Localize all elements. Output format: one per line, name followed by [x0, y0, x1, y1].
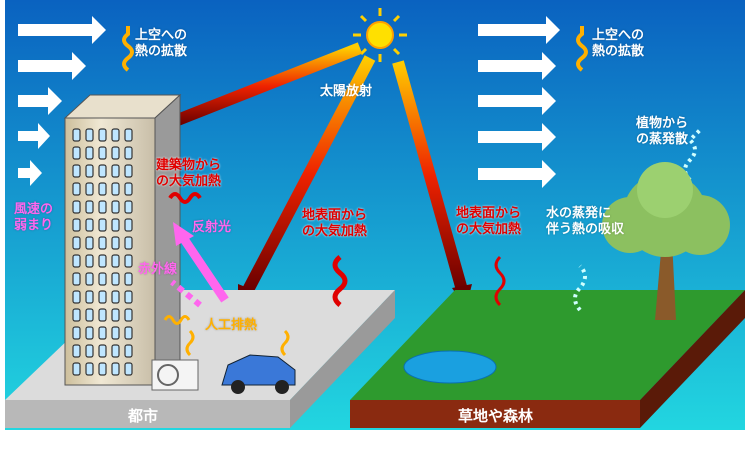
- label-grass-forest: 草地や森林: [458, 407, 534, 425]
- label-anthropogenic-heat: 人工排熱: [205, 318, 258, 333]
- label-upper-diffusion-left: 上空への 熱の拡散: [135, 28, 188, 59]
- label-surface-heating-city: 地表面から の大気加熱: [302, 208, 368, 239]
- reflected-light-arrow: [178, 233, 229, 303]
- forest-surface-heat-squiggle: [494, 255, 506, 307]
- label-building-heating: 建築物から の大気加熱: [156, 158, 222, 189]
- label-solar-radiation: 太陽放射: [320, 84, 373, 99]
- heat-diffusion-squiggle-right: [576, 26, 588, 72]
- tree: [602, 162, 730, 320]
- label-upper-diffusion-right: 上空への 熱の拡散: [592, 28, 645, 59]
- solar-ray-building: [162, 42, 363, 131]
- car-icon: [221, 354, 296, 394]
- label-water-evaporation: 水の蒸発に 伴う熱の吸収: [546, 206, 625, 237]
- label-reflected-light: 反射光: [192, 220, 232, 235]
- label-city: 都市: [128, 407, 159, 425]
- wind-arrows: [18, 16, 560, 188]
- label-wind-weakening: 風速の 弱まり: [14, 202, 54, 233]
- solar-ray-forest: [392, 60, 468, 292]
- label-plant-evapotranspiration: 植物から の蒸発散: [636, 116, 689, 147]
- air-conditioner-icon: [151, 359, 199, 391]
- sun-icon: [353, 8, 407, 62]
- label-infrared: 赤外線: [138, 262, 178, 277]
- building-heat-squiggle: [168, 192, 202, 204]
- water-evaporation-arrow: [573, 264, 587, 312]
- forest-ground-front: [350, 400, 640, 428]
- city-ground-front: [5, 400, 290, 428]
- solar-ray-city: [242, 55, 376, 293]
- city-surface-heat-squiggle: [332, 255, 348, 307]
- pond: [403, 350, 497, 384]
- label-surface-heating-forest: 地表面から の大気加熱: [456, 206, 522, 237]
- heat-diffusion-squiggle-left: [122, 26, 134, 72]
- building: [63, 93, 182, 387]
